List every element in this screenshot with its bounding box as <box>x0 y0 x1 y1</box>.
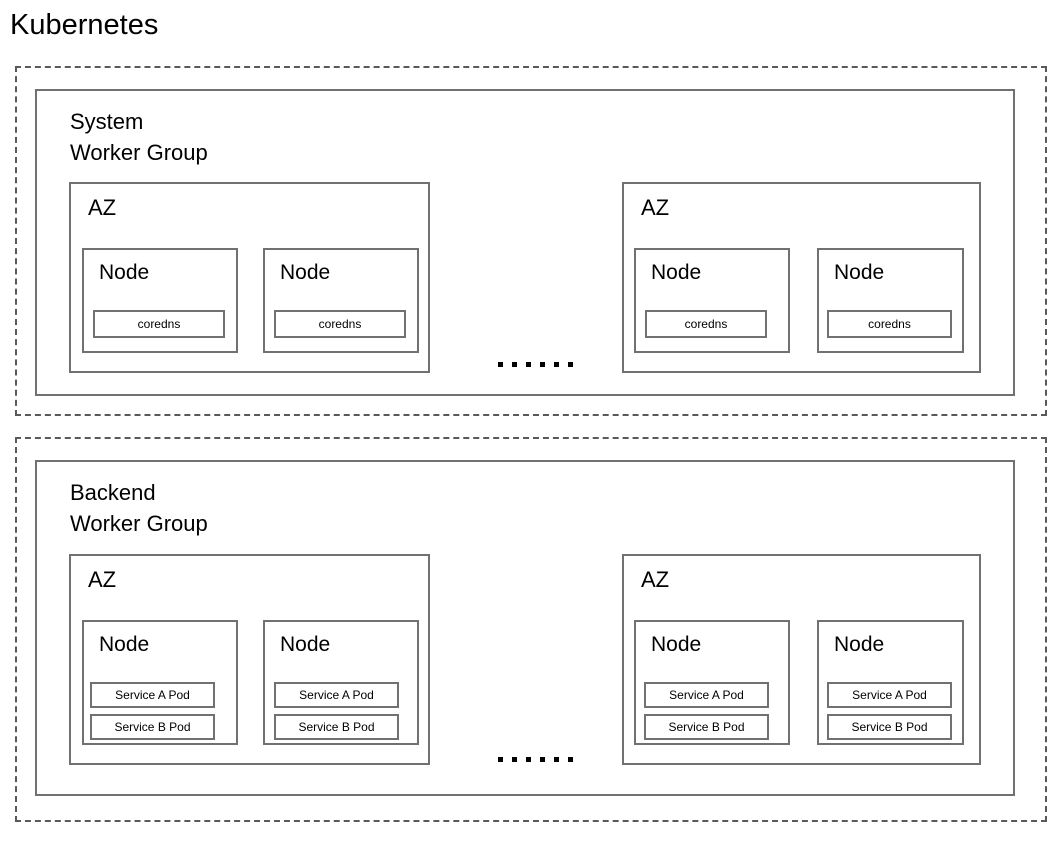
pod-box-service-a: Service A Pod <box>827 682 952 708</box>
ellipsis-dot <box>540 362 545 367</box>
az-label: AZ <box>88 567 117 592</box>
ellipsis-dot <box>554 362 559 367</box>
cluster-boundary-backend <box>15 437 1047 822</box>
ellipsis-dot <box>512 757 517 762</box>
ellipsis-dot <box>568 362 573 367</box>
node-label: Node <box>834 261 885 284</box>
pod-label: coredns <box>684 317 728 331</box>
worker-group-label-backend: Backend Worker Group <box>70 480 208 536</box>
ellipsis-dot <box>526 362 531 367</box>
node-label: Node <box>651 633 702 656</box>
pod-label: Service A Pod <box>852 688 927 702</box>
pod-box-coredns: coredns <box>93 310 225 338</box>
ellipsis-dot <box>568 757 573 762</box>
ellipsis-system <box>498 362 573 367</box>
pod-label: Service B Pod <box>114 720 191 734</box>
az-label: AZ <box>88 195 117 220</box>
pod-box-service-b: Service B Pod <box>644 714 769 740</box>
az-label: AZ <box>641 195 670 220</box>
az-label: AZ <box>641 567 670 592</box>
node-label: Node <box>651 261 702 284</box>
node-label: Node <box>99 261 150 284</box>
pod-box-coredns: coredns <box>827 310 952 338</box>
pod-label: Service A Pod <box>669 688 744 702</box>
pod-label: Service B Pod <box>668 720 745 734</box>
ellipsis-dot <box>512 362 517 367</box>
ellipsis-dot <box>554 757 559 762</box>
pod-label: coredns <box>318 317 362 331</box>
ellipsis-dot <box>540 757 545 762</box>
worker-group-label-system: System Worker Group <box>70 109 208 165</box>
pod-box-service-a: Service A Pod <box>274 682 399 708</box>
ellipsis-backend <box>498 757 573 762</box>
node-label: Node <box>99 633 150 656</box>
pod-box-service-b: Service B Pod <box>274 714 399 740</box>
pod-label: Service B Pod <box>298 720 375 734</box>
node-label: Node <box>280 261 331 284</box>
pod-box-service-a: Service A Pod <box>90 682 215 708</box>
node-label: Node <box>834 633 885 656</box>
pod-box-service-a: Service A Pod <box>644 682 769 708</box>
pod-box-coredns: coredns <box>645 310 767 338</box>
pod-label: coredns <box>137 317 181 331</box>
pod-box-service-b: Service B Pod <box>827 714 952 740</box>
ellipsis-dot <box>498 757 503 762</box>
pod-label: Service B Pod <box>851 720 928 734</box>
pod-label: Service A Pod <box>299 688 374 702</box>
pod-box-service-b: Service B Pod <box>90 714 215 740</box>
pod-box-coredns: coredns <box>274 310 406 338</box>
page-title: Kubernetes <box>10 9 159 41</box>
pod-label: coredns <box>868 317 911 331</box>
ellipsis-dot <box>498 362 503 367</box>
pod-label: Service A Pod <box>115 688 190 702</box>
ellipsis-dot <box>526 757 531 762</box>
node-label: Node <box>280 633 331 656</box>
cluster-boundary-system <box>15 66 1047 416</box>
